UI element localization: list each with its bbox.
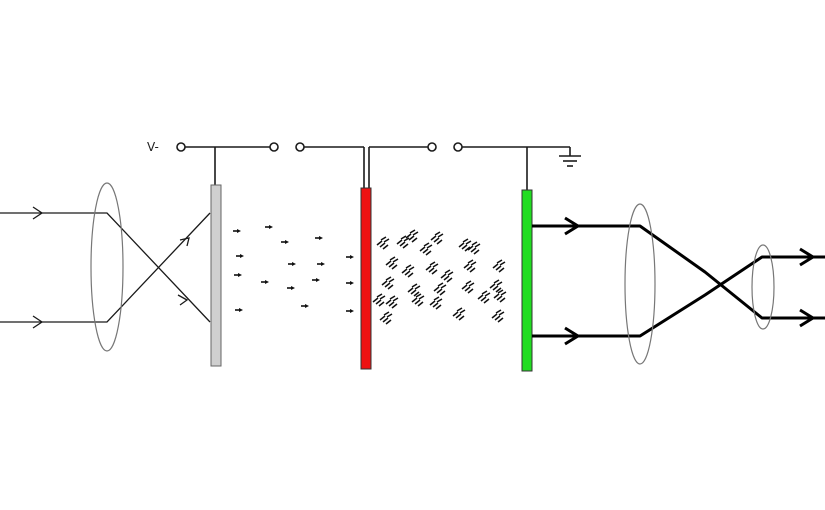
input-ray-bottom xyxy=(0,212,211,323)
electron-icon xyxy=(429,296,443,310)
electron-icon xyxy=(287,286,295,290)
electron-icon xyxy=(281,240,289,244)
switch-terminal-icon xyxy=(453,142,463,152)
output-ray-top xyxy=(532,224,825,320)
electron-icon xyxy=(236,254,244,258)
electron-icon xyxy=(376,236,390,250)
electron-icon xyxy=(312,278,320,282)
electron-icon xyxy=(489,279,503,293)
circuit: V- xyxy=(147,140,581,190)
output-ray-bottom xyxy=(532,255,825,338)
arrow-icon xyxy=(564,326,580,346)
ground-icon xyxy=(559,147,581,167)
dynode xyxy=(360,187,372,370)
primary-electrons xyxy=(233,225,354,313)
output-optics xyxy=(532,216,825,346)
electron-icon xyxy=(492,259,506,273)
electron-icon xyxy=(288,262,296,266)
electron-icon xyxy=(372,293,386,307)
secondary-electrons xyxy=(372,229,507,325)
arrow-icon xyxy=(799,247,815,267)
arrow-icon xyxy=(799,308,815,328)
anode xyxy=(521,189,533,372)
electron-icon xyxy=(265,225,273,229)
electron-icon xyxy=(261,280,269,284)
electron-icon xyxy=(234,273,242,277)
electron-icon xyxy=(405,229,419,243)
arrow-icon xyxy=(177,294,189,306)
electron-icon xyxy=(385,295,399,309)
electron-icon xyxy=(463,259,477,273)
electron-icon xyxy=(458,238,472,252)
electron-icon xyxy=(317,262,325,266)
electron-icon xyxy=(396,235,410,249)
electron-icon xyxy=(401,264,415,278)
input-ray-top xyxy=(0,212,211,323)
output-lens-large xyxy=(624,203,656,365)
electron-icon xyxy=(385,256,399,270)
switch-terminal-icon xyxy=(295,142,305,152)
electron-icon xyxy=(301,304,309,308)
electron-icon xyxy=(477,290,491,304)
electron-icon xyxy=(346,309,354,313)
electron-icon xyxy=(425,261,439,275)
electron-icon xyxy=(419,242,433,256)
electron-icon xyxy=(346,255,354,259)
electron-icon xyxy=(467,241,481,255)
electron-icon xyxy=(491,309,505,323)
arrow-icon xyxy=(564,216,580,236)
electron-icon xyxy=(452,307,466,321)
electron-icon xyxy=(411,293,425,307)
electron-icon xyxy=(440,269,454,283)
electron-icon xyxy=(233,229,241,233)
electron-icon xyxy=(379,311,393,325)
electron-icon xyxy=(381,276,395,290)
voltage-label: V- xyxy=(147,140,159,154)
switch-terminal-icon xyxy=(427,142,437,152)
electron-icon xyxy=(493,289,507,303)
arrow-icon xyxy=(179,237,190,247)
input-lens xyxy=(90,182,124,352)
switch-terminal-icon xyxy=(176,142,186,152)
electron-icon xyxy=(346,281,354,285)
electron-icon xyxy=(407,283,421,297)
switch-terminal-icon xyxy=(269,142,279,152)
photocathode xyxy=(210,184,222,367)
electron-icon xyxy=(461,280,475,294)
electron-icon xyxy=(235,308,243,312)
arrow-icon xyxy=(32,315,44,329)
electron-icon xyxy=(433,282,447,296)
electron-icon xyxy=(315,236,323,240)
arrow-icon xyxy=(32,206,44,220)
output-lens-small xyxy=(751,244,775,330)
electron-icon xyxy=(430,231,444,245)
input-optics xyxy=(0,206,211,329)
